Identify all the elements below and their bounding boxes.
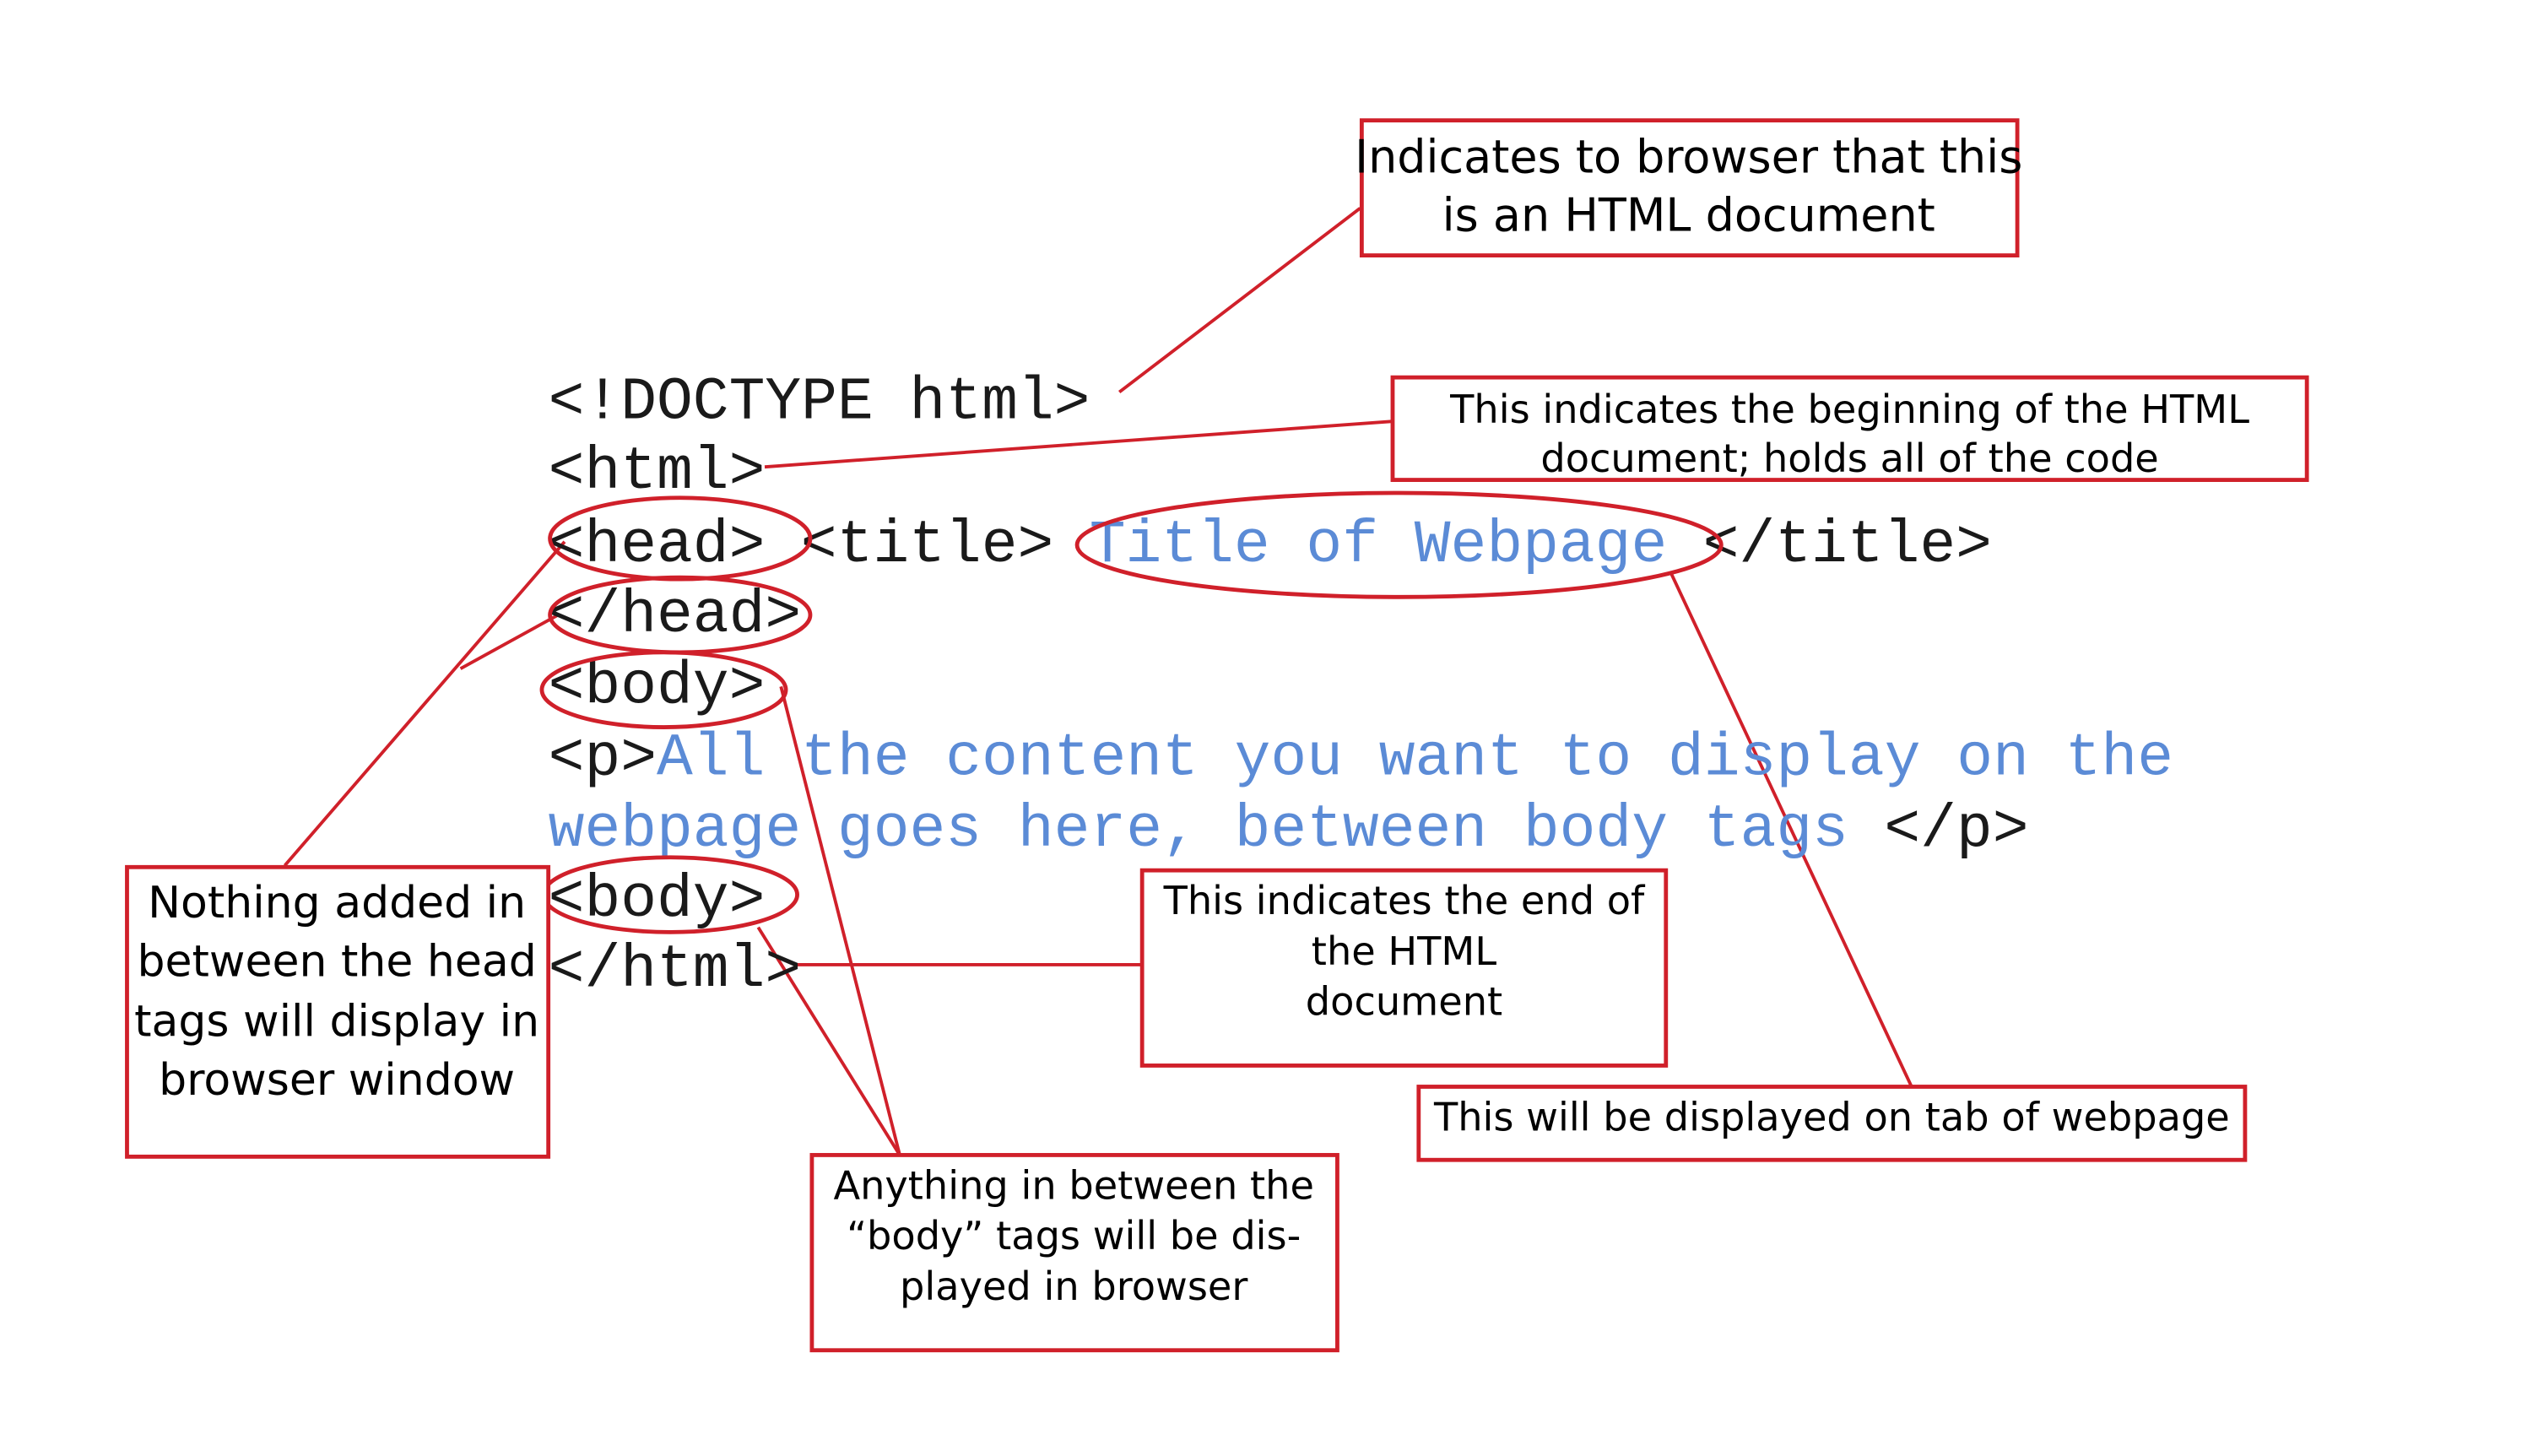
connector-html-open: [764, 419, 1393, 469]
callout-body: Anything in between the “body” tags will…: [809, 1153, 1339, 1353]
connector-title: [1669, 571, 1913, 1088]
code-html-close: </html>: [549, 937, 802, 1004]
code-body-close: <body>: [549, 867, 766, 934]
svg-text:played in browser: played in browser: [900, 1264, 1248, 1309]
svg-text:document: document: [1306, 979, 1502, 1025]
code-p-text-2: webpage goes here, between body tags: [549, 797, 1848, 864]
connector-head-close: [459, 613, 560, 670]
code-html-open: <html>: [549, 439, 766, 506]
svg-text:the HTML: the HTML: [1312, 928, 1497, 974]
svg-text:browser window: browser window: [159, 1055, 515, 1106]
connector-doctype: [1118, 207, 1361, 394]
svg-text:document; holds all of the cod: document; holds all of the code: [1540, 436, 2158, 481]
ellipse-body-open: [539, 650, 788, 729]
callout-head: Nothing added in between the head tags w…: [125, 864, 551, 1159]
code-p-line2: webpage goes here, between body tags </p>: [549, 797, 2029, 864]
code-head-close: </head>: [549, 582, 802, 650]
code-block: <!DOCTYPE html> <html> <head> <title> Titl…: [549, 369, 2173, 1004]
ellipse-title-text: [1074, 490, 1724, 599]
callout-title: This will be displayed on tab of webpage: [1416, 1085, 2248, 1162]
svg-text:This indicates the end of: This indicates the end of: [1163, 878, 1646, 923]
code-p-open: <p>: [549, 725, 657, 793]
connector-lines: [283, 207, 1913, 1156]
svg-text:Anything in between the: Anything in between the: [833, 1162, 1313, 1208]
code-title-text: Title of Webpage: [1090, 512, 1668, 580]
code-title-open: <title>: [801, 512, 1053, 580]
svg-text:This indicates the beginning o: This indicates the beginning of the HTML: [1449, 387, 2249, 432]
svg-text:“body” tags will be dis-: “body” tags will be dis-: [847, 1213, 1301, 1258]
code-body-open: <body>: [549, 654, 766, 722]
svg-text:This will be displayed on tab: This will be displayed on tab of webpage: [1433, 1095, 2230, 1140]
code-p-line1: <p>All the content you want to display o…: [549, 725, 2173, 793]
code-p-text-1: All the content you want to display on t…: [657, 725, 2173, 793]
callout-html-begin: This indicates the beginning of the HTML…: [1390, 375, 2309, 482]
connector-head-open: [283, 540, 566, 867]
connector-body-close: [756, 926, 901, 1156]
code-p-close: </p>: [1884, 797, 2028, 864]
code-head-line: <head> <title> Title of Webpage </title>: [549, 512, 1992, 580]
svg-text:between the head: between the head: [137, 936, 536, 987]
callout-doctype: Indicates to browser that this is an HTM…: [1355, 118, 2022, 258]
code-head-open: <head>: [549, 512, 766, 580]
svg-text:is an HTML document: is an HTML document: [1442, 189, 1935, 242]
code-doctype: <!DOCTYPE html>: [549, 369, 1090, 436]
svg-text:Indicates to browser that this: Indicates to browser that this: [1355, 130, 2022, 183]
svg-text:Nothing added in: Nothing added in: [148, 878, 526, 928]
code-title-close: </title>: [1703, 512, 1992, 580]
callout-html-end: This indicates the end of the HTML docum…: [1139, 868, 1669, 1068]
connector-body-open: [779, 685, 901, 1156]
svg-text:tags will display in: tags will display in: [134, 997, 539, 1047]
